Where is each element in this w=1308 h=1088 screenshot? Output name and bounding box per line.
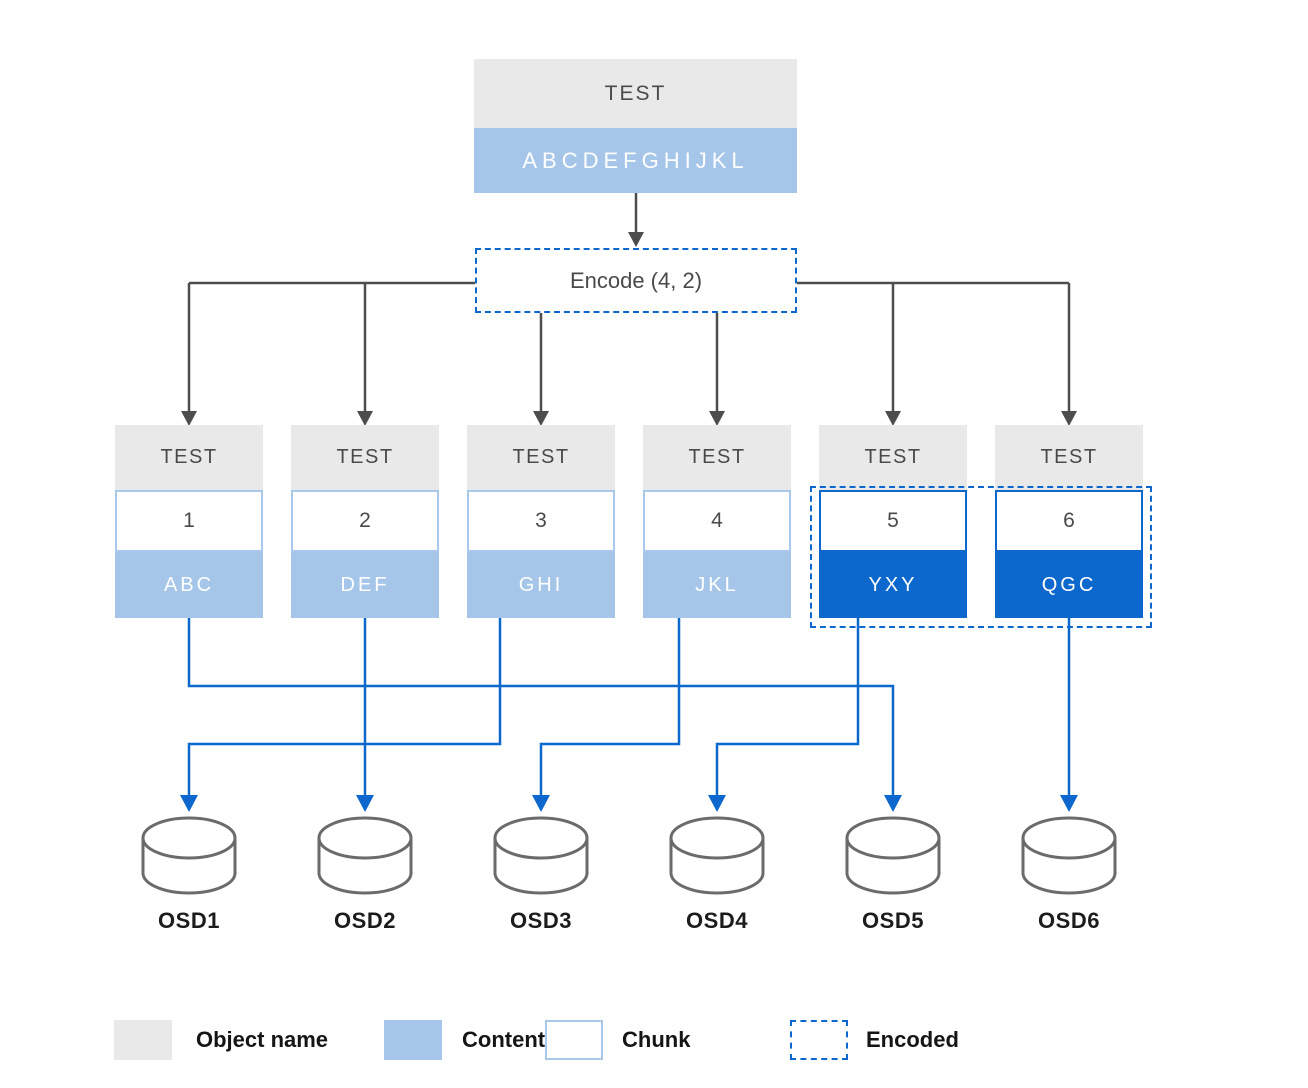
- line-chunk5-osd4: [715, 618, 860, 796]
- chunk-box-6: TEST 6 QGC: [995, 425, 1143, 618]
- chunk-1-number: 1: [115, 490, 263, 552]
- chunk-box-1: TEST 1 ABC: [115, 425, 263, 618]
- encode-box: Encode (4, 2): [475, 248, 797, 313]
- osd-cylinders: [141, 816, 1117, 895]
- legend-encoded-swatch: [790, 1020, 848, 1060]
- line-chunk3-osd1: [187, 618, 502, 796]
- legend-chunk-label: Chunk: [622, 1027, 691, 1052]
- chunk-4-number: 4: [643, 490, 791, 552]
- osd1-label: OSD1: [158, 908, 220, 933]
- chunk-box-3: TEST 3 GHI: [467, 425, 615, 618]
- osd5-cylinder-icon: [845, 816, 941, 895]
- chunk-3-content: GHI: [467, 552, 615, 618]
- legend-encoded-label: Encoded: [866, 1027, 959, 1052]
- line-chunk4-osd3: [539, 618, 681, 796]
- encode-fanout-lines: [187, 193, 1071, 412]
- osd3-cylinder-icon: [493, 816, 589, 895]
- encode-fanout-arrowheads: [181, 232, 1077, 426]
- osd2-label: OSD2: [334, 908, 396, 933]
- chunk-5-object-name: TEST: [819, 425, 967, 490]
- osd1-cylinder-icon: [141, 816, 237, 895]
- chunk-6-content: QGC: [995, 552, 1143, 618]
- object-content: ABCDEFGHIJKL: [474, 128, 797, 193]
- osd4-label: OSD4: [686, 908, 748, 933]
- legend-chunk-swatch: [545, 1020, 603, 1060]
- chunk-to-osd-lines: [187, 618, 1071, 796]
- line-chunk1-osd5: [187, 618, 895, 796]
- legend-object-name-label: Object name: [196, 1027, 329, 1052]
- chunk-1-object-name: TEST: [115, 425, 263, 490]
- chunk-5-content: YXY: [819, 552, 967, 618]
- osd6-cylinder-icon: [1021, 816, 1117, 895]
- object-box: TEST ABCDEFGHIJKL: [474, 59, 797, 193]
- chunk-4-content: JKL: [643, 552, 791, 618]
- chunk-1-content: ABC: [115, 552, 263, 618]
- legend-content-label: Content: [462, 1027, 546, 1052]
- legend-object-name-swatch: [114, 1020, 172, 1060]
- chunk-to-osd-arrowheads: [180, 795, 1078, 812]
- osd5-label: OSD5: [862, 908, 924, 933]
- chunk-2-content: DEF: [291, 552, 439, 618]
- chunk-5-number: 5: [819, 490, 967, 552]
- chunk-2-number: 2: [291, 490, 439, 552]
- chunk-box-2: TEST 2 DEF: [291, 425, 439, 618]
- chunk-box-4: TEST 4 JKL: [643, 425, 791, 618]
- object-name-header: TEST: [474, 59, 797, 128]
- chunk-6-number: 6: [995, 490, 1143, 552]
- chunk-2-object-name: TEST: [291, 425, 439, 490]
- legend-content-swatch: [384, 1020, 442, 1060]
- osd2-cylinder-icon: [317, 816, 413, 895]
- osd4-cylinder-icon: [669, 816, 765, 895]
- osd6-label: OSD6: [1038, 908, 1100, 933]
- osd3-label: OSD3: [510, 908, 572, 933]
- chunk-box-5: TEST 5 YXY: [819, 425, 967, 618]
- chunk-3-object-name: TEST: [467, 425, 615, 490]
- chunk-4-object-name: TEST: [643, 425, 791, 490]
- chunk-3-number: 3: [467, 490, 615, 552]
- chunk-6-object-name: TEST: [995, 425, 1143, 490]
